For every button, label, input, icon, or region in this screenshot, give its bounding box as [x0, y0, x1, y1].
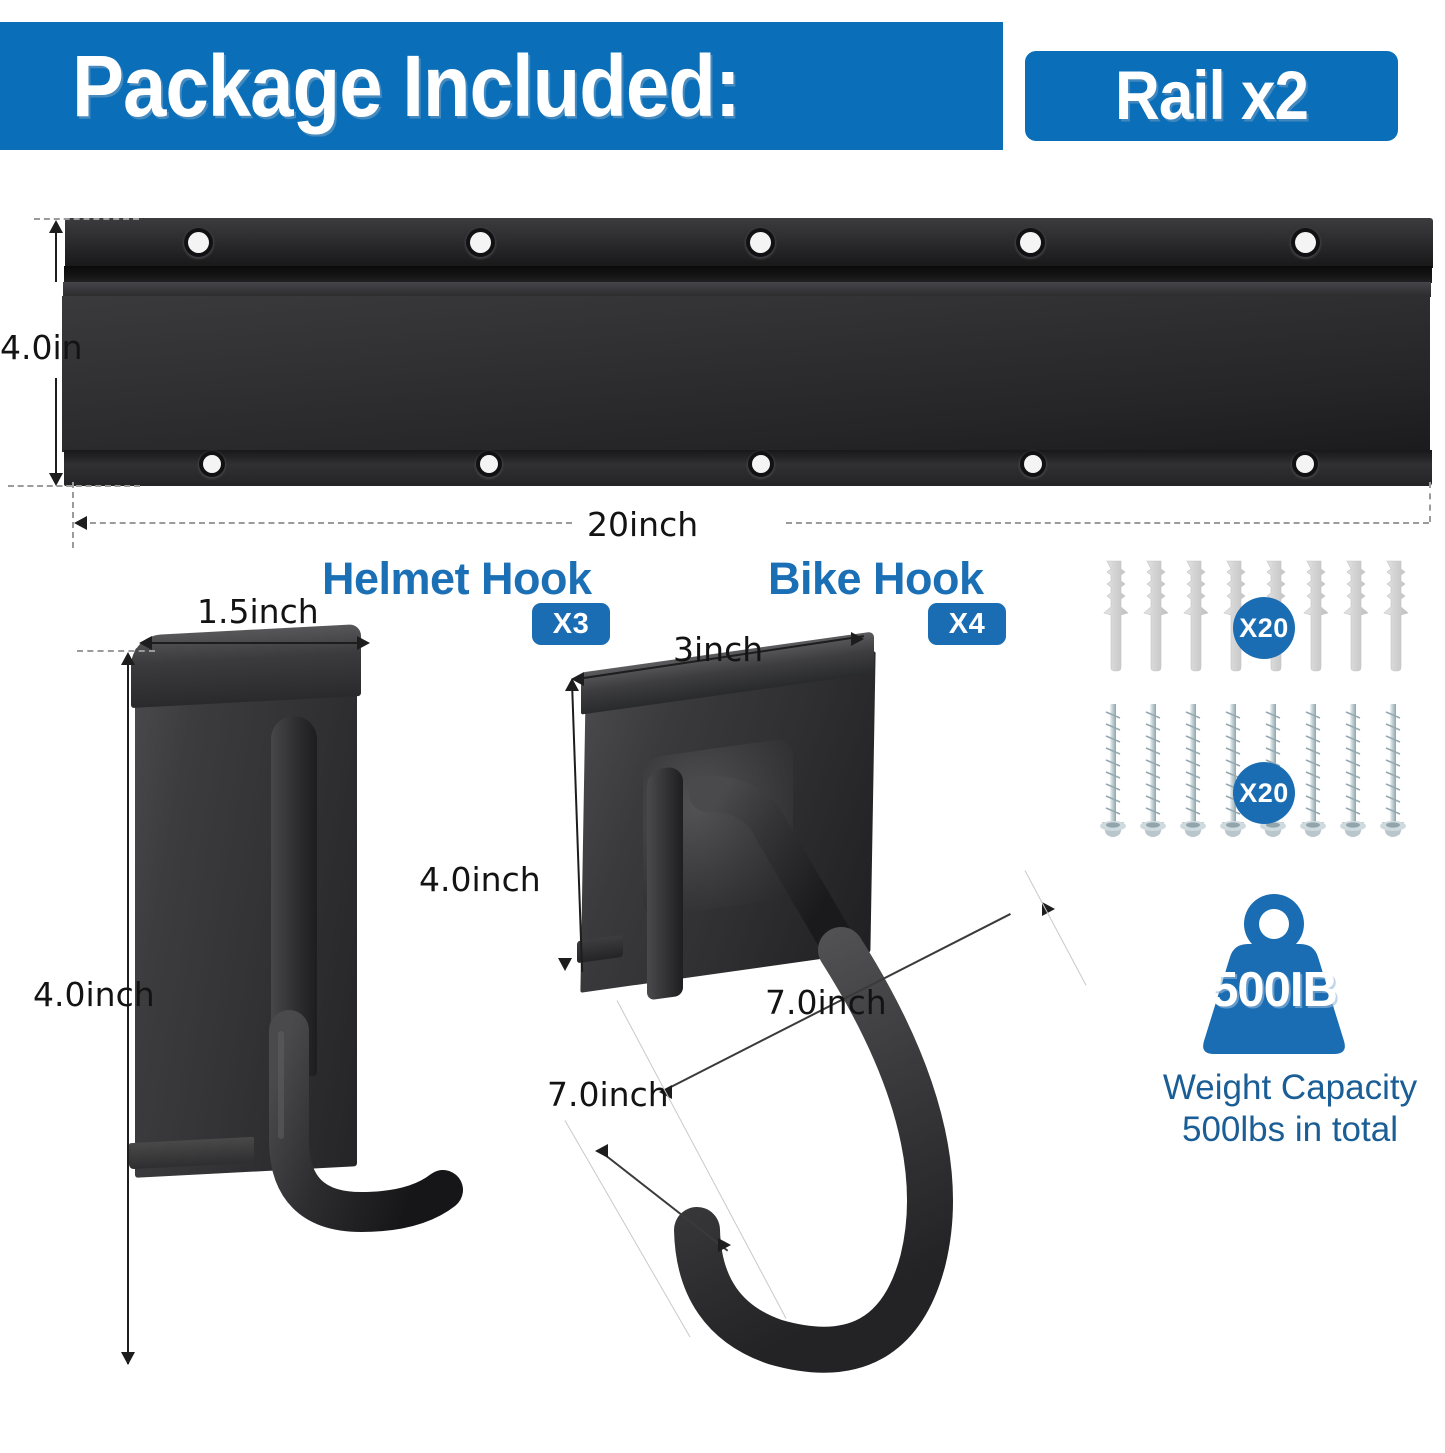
bike-hook-height-label: 4.0inch: [419, 860, 541, 899]
helmet-hook-figure: 1.5inch 4.0inch: [33, 592, 565, 1420]
bike-hook-width-label: 3inch: [673, 630, 764, 669]
rail-height-guide-top: [34, 218, 139, 220]
weight-capacity-block: 500IB Weight Capacity 500lbs in total: [1140, 890, 1440, 1149]
rail-groove: [64, 266, 1432, 283]
rail-mounting-hole: [470, 232, 491, 253]
rail-height-label: 4.0in: [0, 328, 83, 367]
bike-hook-height-arrow-up: [565, 678, 579, 691]
anchors-quantity-badge: X20: [1233, 597, 1295, 659]
weight-capacity-value: 500IB: [1211, 963, 1338, 1017]
rail-mounting-hole: [1295, 232, 1316, 253]
bike-hook-height-arrow-down: [558, 958, 572, 971]
rail-mounting-hole: [203, 455, 221, 473]
rail-product-image: [62, 218, 1433, 486]
rail-mounting-hole: [1024, 455, 1042, 473]
bike-hook-quantity-badge: X4: [928, 603, 1006, 645]
helmet-hook-heading: Helmet Hook: [322, 553, 592, 604]
rail-width-guide-left: [72, 482, 74, 548]
rail-height-dimension-line: [55, 222, 57, 282]
rail-mounting-hole: [480, 455, 498, 473]
rail-width-dimension-line-left: [80, 522, 572, 524]
weight-capacity-line-1: Weight Capacity: [1162, 1068, 1418, 1107]
bike-hook-figure: 3inch 4.0inch 7.0inch 7.0inch: [419, 620, 1215, 1430]
bike-hook-drop-arrow-right: [718, 1238, 731, 1252]
helmet-hook-quantity-badge: X3: [532, 603, 610, 645]
rail-mounting-hole: [750, 232, 771, 253]
rail-bottom-flange: [64, 450, 1432, 486]
bike-hook-drop-label: 7.0inch: [547, 1075, 669, 1114]
helmet-hook-width-label: 1.5inch: [197, 592, 319, 631]
rail-width-label: 20inch: [587, 505, 699, 544]
rail-width-arrow-left: [74, 516, 87, 530]
rail-lip: [63, 282, 1431, 297]
rail-height-arrow-up: [49, 220, 63, 233]
weight-capacity-line-2: 500lbs in total: [1182, 1110, 1398, 1149]
rail-mounting-hole: [1020, 232, 1041, 253]
helmet-hook-height-arrow-up: [121, 652, 135, 665]
rail-quantity-label: Rail x2: [1115, 58, 1309, 134]
helmet-hook-top-bracket: [131, 623, 361, 709]
bike-hook-j-curve: [674, 776, 953, 1373]
page-title: Package Included:: [72, 36, 741, 135]
screws-group: X20: [1098, 700, 1428, 865]
bike-hook-height-dimension-line: [571, 681, 584, 972]
helmet-hook-width-arrow-right: [357, 636, 370, 650]
wall-anchors-group: X20: [1098, 555, 1428, 695]
helmet-hook-height-guide-top: [77, 650, 155, 652]
bike-hook-width-arrow-right: [851, 632, 864, 646]
helmet-hook-height-dimension-line: [127, 654, 129, 1364]
rail-height-dimension-line: [55, 378, 57, 480]
helmet-hook-width-dimension-line: [145, 642, 367, 644]
rail-mounting-hole: [1296, 455, 1314, 473]
bike-hook-depth-arrow-right: [1042, 902, 1055, 916]
bike-hook-depth-arrow-left: [659, 1085, 672, 1099]
bike-hook-heading: Bike Hook: [768, 553, 984, 604]
weight-icon: [1203, 894, 1345, 1054]
screws-quantity-badge: X20: [1233, 762, 1295, 824]
rail-height-guide-bottom: [8, 485, 140, 487]
rail-height-arrow-down: [49, 473, 63, 486]
rail-mounting-hole: [752, 455, 770, 473]
rail-width-dimension-line-right: [786, 522, 1429, 524]
rail-width-guide-right: [1429, 482, 1431, 522]
bike-hook-depth-label: 7.0inch: [765, 983, 887, 1022]
header-banner: Package Included:: [0, 22, 1003, 150]
helmet-hook-width-arrow-left: [139, 636, 152, 650]
rail-quantity-badge: Rail x2: [1025, 51, 1398, 141]
rail-mounting-hole: [188, 232, 209, 253]
helmet-hook-height-arrow-down: [121, 1352, 135, 1365]
rail-top-flange: [65, 218, 1433, 268]
helmet-hook-j-curve: [269, 1010, 463, 1233]
rail-face: [62, 296, 1430, 452]
bike-hook-drop-arrow-left: [595, 1144, 608, 1158]
helmet-hook-height-label: 4.0inch: [33, 975, 155, 1014]
rail-figure: 4.0in 20inch: [0, 180, 1445, 560]
